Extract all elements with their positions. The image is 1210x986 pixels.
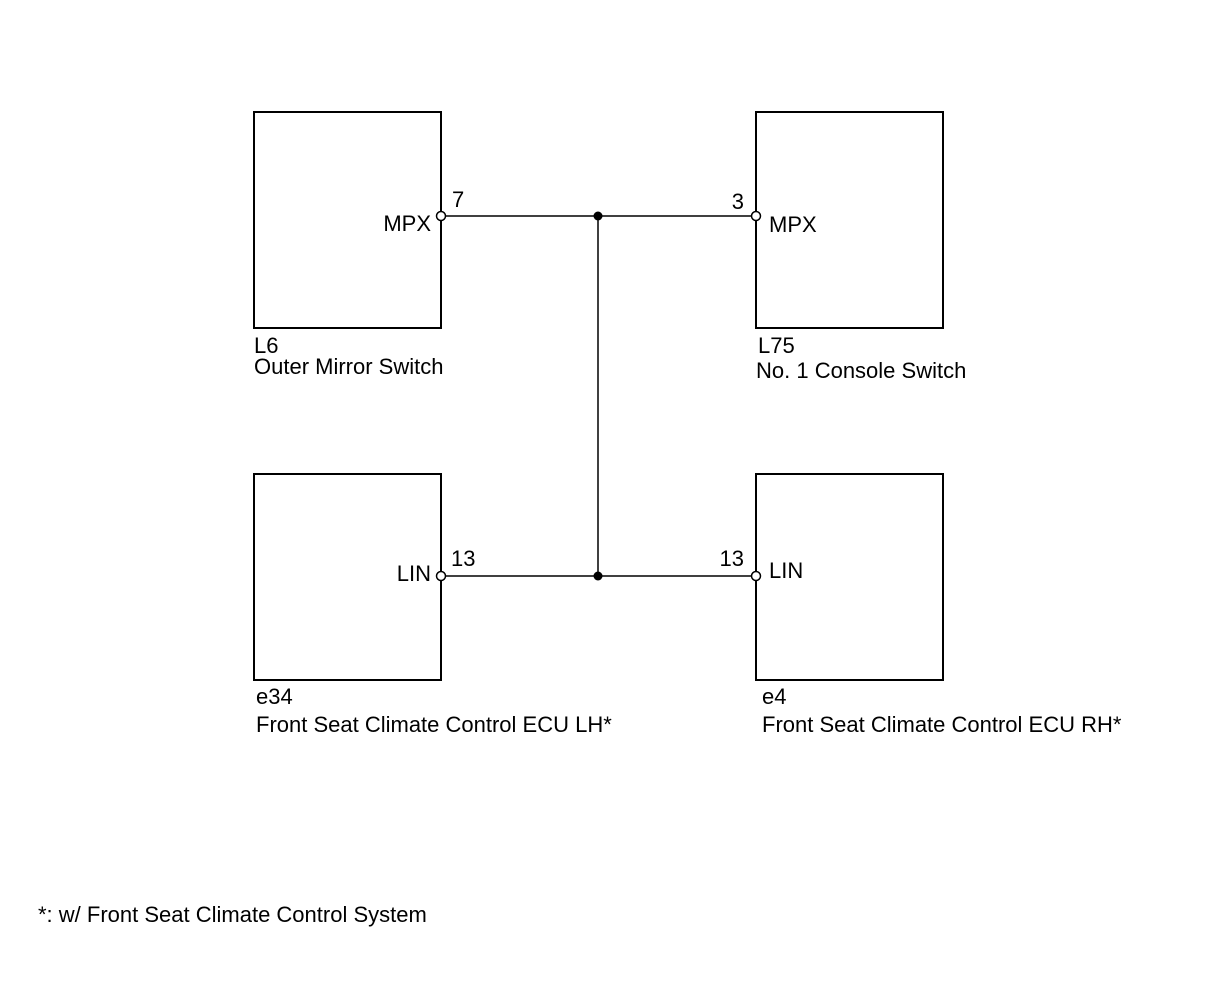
outer-mirror-switch-pin-connector [435, 210, 447, 222]
outer-mirror-switch-name: Outer Mirror Switch [254, 354, 443, 379]
seat-ecu-rh-terminal-label: LIN [769, 558, 803, 583]
console-switch-pin-number: 3 [732, 189, 744, 214]
outer-mirror-switch-component: MPX 7 L6 Outer Mirror Switch [253, 111, 464, 379]
console-switch-component: MPX 3 L75 No. 1 Console Switch [732, 111, 966, 383]
seat-ecu-rh-code: e4 [762, 684, 786, 709]
seat-ecu-lh-terminal-label: LIN [397, 561, 431, 586]
seat-ecu-rh-pin-connector [750, 570, 762, 582]
seat-ecu-rh-name: Front Seat Climate Control ECU RH* [762, 712, 1122, 737]
outer-mirror-switch-terminal-label: MPX [383, 211, 431, 236]
junction-dot-top [593, 211, 603, 221]
console-switch-name: No. 1 Console Switch [756, 358, 966, 383]
footnote: *: w/ Front Seat Climate Control System [38, 902, 427, 927]
console-switch-terminal-label: MPX [769, 212, 817, 237]
seat-ecu-lh-pin-number: 13 [451, 546, 475, 571]
seat-ecu-lh-name: Front Seat Climate Control ECU LH* [256, 712, 612, 737]
junction-dot-bottom [593, 571, 603, 581]
seat-ecu-lh-component: LIN 13 e34 Front Seat Climate Control EC… [253, 473, 612, 737]
console-switch-pin-connector [750, 210, 762, 222]
seat-ecu-lh-code: e34 [256, 684, 293, 709]
console-switch-code: L75 [758, 333, 795, 358]
seat-ecu-rh-component: LIN 13 e4 Front Seat Climate Control ECU… [720, 473, 1122, 737]
seat-ecu-rh-pin-number: 13 [720, 546, 744, 571]
outer-mirror-switch-code: L6 [254, 333, 278, 358]
outer-mirror-switch-pin-number: 7 [452, 187, 464, 212]
seat-ecu-lh-pin-connector [435, 570, 447, 582]
